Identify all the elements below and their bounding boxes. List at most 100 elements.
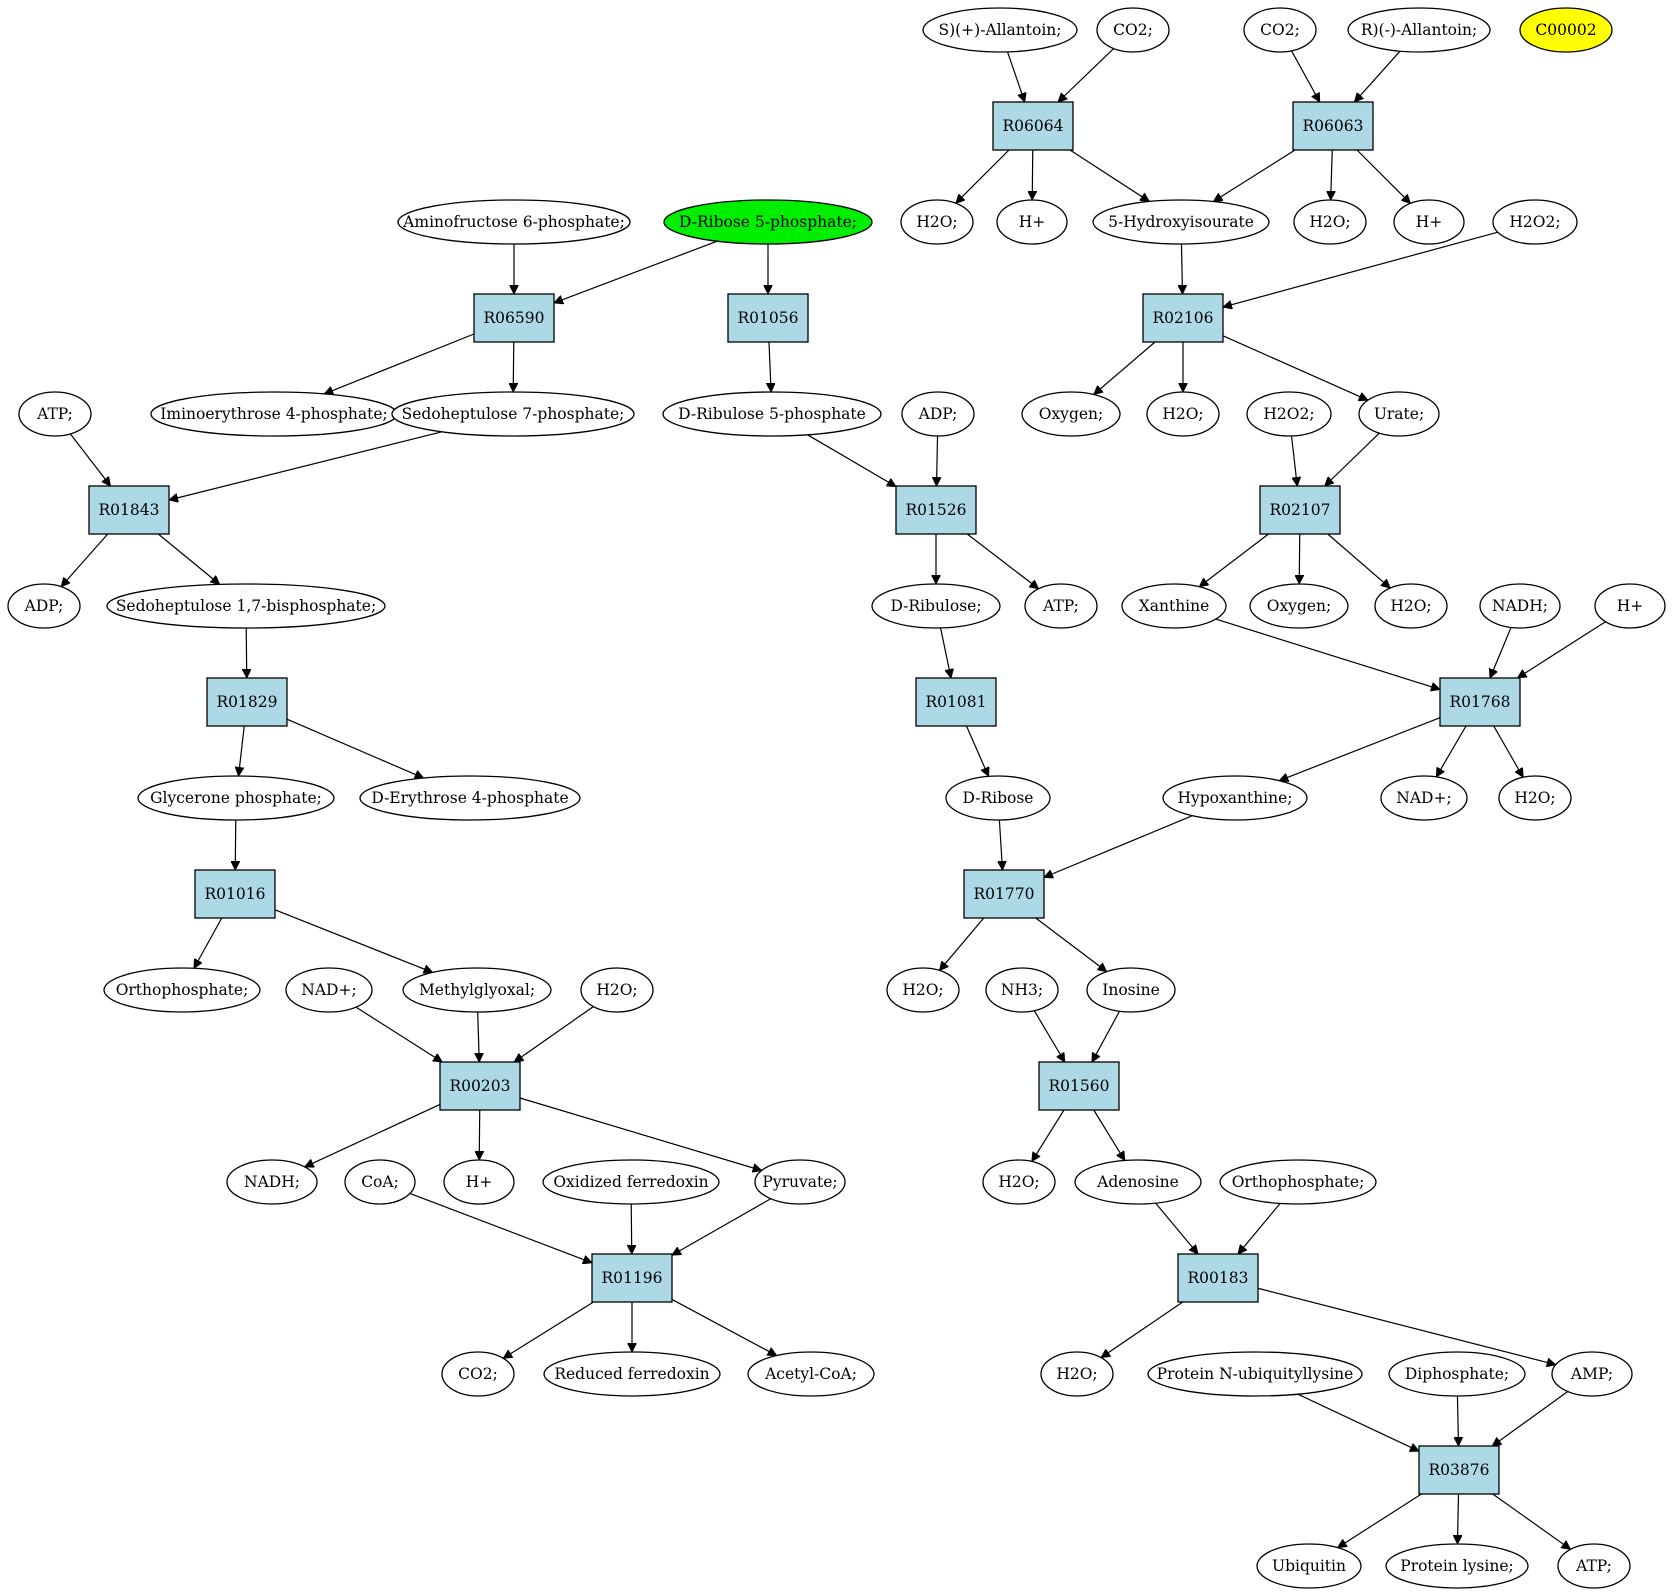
compound-node-urate[interactable]: Urate; <box>1358 391 1440 437</box>
compound-node-oxygen_a[interactable]: Oxygen; <box>1021 391 1121 437</box>
compound-node-h2o_h[interactable]: H2O; <box>982 1159 1056 1205</box>
compound-node-co2_a[interactable]: CO2; <box>1096 7 1170 53</box>
compound-node-hplus_c[interactable]: H+ <box>1594 583 1666 629</box>
compound-node-ribose5p[interactable]: D-Ribose 5-phosphate; <box>663 199 873 245</box>
compound-node-h2o_d[interactable]: H2O; <box>1374 583 1448 629</box>
compound-node-hplus_a[interactable]: H+ <box>996 199 1068 245</box>
compound-node-atp_c[interactable]: ATP; <box>1557 1543 1631 1589</box>
compound-node-h2o_b[interactable]: H2O; <box>1293 199 1367 245</box>
reaction-node-R01081[interactable]: R01081 <box>915 677 997 727</box>
compound-node-redferredoxin[interactable]: Reduced ferredoxin <box>543 1351 721 1397</box>
compound-node-h2o2_b[interactable]: H2O2; <box>1246 391 1332 437</box>
compound-node-atp_b[interactable]: ATP; <box>1024 583 1098 629</box>
compound-node-adenosine[interactable]: Adenosine <box>1074 1159 1202 1205</box>
compound-node-methylglyoxal[interactable]: Methylglyoxal; <box>402 967 552 1013</box>
edge-ribose5p-to-R06590 <box>554 240 718 303</box>
compound-node-diphosphate[interactable]: Diphosphate; <box>1388 1351 1526 1397</box>
compound-node-acetylcoa[interactable]: Acetyl-CoA; <box>747 1351 875 1397</box>
reaction-box <box>915 677 997 727</box>
reaction-box <box>1439 677 1521 727</box>
compound-node-coa[interactable]: CoA; <box>344 1159 416 1205</box>
reaction-node-R03876[interactable]: R03876 <box>1418 1445 1500 1495</box>
edge-co2_b-to-R06063 <box>1290 50 1321 102</box>
compound-node-inosine[interactable]: Inosine <box>1086 967 1176 1013</box>
compound-node-c00002[interactable]: C00002 <box>1519 7 1613 53</box>
compound-node-co2_c[interactable]: CO2; <box>441 1351 515 1397</box>
compound-node-ribulose5p[interactable]: D-Ribulose 5-phosphate <box>662 391 882 437</box>
compound-node-pyruvate[interactable]: Pyruvate; <box>754 1159 846 1205</box>
compound-node-glycerone[interactable]: Glycerone phosphate; <box>137 775 335 821</box>
reaction-node-R00203[interactable]: R00203 <box>439 1061 521 1111</box>
compound-node-s_allantoin[interactable]: S)(+)-Allantoin; <box>922 7 1078 53</box>
compound-node-nadh_b[interactable]: NADH; <box>226 1159 318 1205</box>
reaction-box <box>473 293 555 343</box>
compound-node-nadplus_a[interactable]: NAD+; <box>1380 775 1468 821</box>
edge-h2o2_b-to-R02107 <box>1290 435 1298 486</box>
compound-node-amp[interactable]: AMP; <box>1551 1351 1633 1397</box>
reaction-node-R02107[interactable]: R02107 <box>1259 485 1341 535</box>
edge-oxferredoxin-to-R01196 <box>631 1203 632 1254</box>
compound-node-h2o_f[interactable]: H2O; <box>580 967 654 1013</box>
edge-glycerone-to-R01016 <box>235 819 236 870</box>
compound-node-co2_b[interactable]: CO2; <box>1243 7 1317 53</box>
node-label: Reduced ferredoxin <box>554 1365 709 1383</box>
reaction-node-R01526[interactable]: R01526 <box>895 485 977 535</box>
compound-node-xanthine[interactable]: Xanthine <box>1121 583 1227 629</box>
compound-node-hplus_d[interactable]: H+ <box>443 1159 515 1205</box>
compound-node-h2o_i[interactable]: H2O; <box>1040 1351 1114 1397</box>
compound-node-r_allantoin[interactable]: R)(-)-Allantoin; <box>1347 7 1491 53</box>
compound-node-proteinlysine[interactable]: Protein lysine; <box>1385 1543 1529 1589</box>
compound-node-hplus_b[interactable]: H+ <box>1393 199 1465 245</box>
compound-ellipse <box>1092 199 1270 245</box>
reaction-node-R01768[interactable]: R01768 <box>1439 677 1521 727</box>
compound-node-nh3[interactable]: NH3; <box>985 967 1059 1013</box>
compound-node-sedoheptulose7p[interactable]: Sedoheptulose 7-phosphate; <box>391 391 635 437</box>
reaction-node-R01829[interactable]: R01829 <box>206 677 288 727</box>
edge-R00183-to-amp <box>1257 1287 1556 1364</box>
compound-node-ubiquitin[interactable]: Ubiquitin <box>1256 1543 1362 1589</box>
compound-node-orthophosphate_a[interactable]: Orthophosphate; <box>103 967 261 1013</box>
reaction-node-R06064[interactable]: R06064 <box>992 101 1074 151</box>
edge-R01196-to-co2_c <box>503 1301 594 1358</box>
compound-ellipse <box>1492 199 1578 245</box>
compound-node-oxferredoxin[interactable]: Oxidized ferredoxin <box>542 1159 720 1205</box>
node-label: R01081 <box>926 693 987 711</box>
compound-node-iminoerythrose[interactable]: Iminoerythrose 4-phosphate; <box>150 391 398 437</box>
reaction-node-R01196[interactable]: R01196 <box>591 1253 673 1303</box>
reaction-node-R06590[interactable]: R06590 <box>473 293 555 343</box>
reaction-node-R01843[interactable]: R01843 <box>88 485 170 535</box>
compound-node-atp_a[interactable]: ATP; <box>18 391 92 437</box>
compound-node-dribose[interactable]: D-Ribose <box>945 775 1051 821</box>
node-label: R06063 <box>1303 117 1364 135</box>
reaction-node-R01560[interactable]: R01560 <box>1038 1061 1120 1111</box>
compound-node-ubiquityllysine[interactable]: Protein N-ubiquityllysine <box>1147 1351 1363 1397</box>
compound-node-h2o2_a[interactable]: H2O2; <box>1492 199 1578 245</box>
compound-node-dribulose[interactable]: D-Ribulose; <box>871 583 1001 629</box>
compound-node-hypoxanthine[interactable]: Hypoxanthine; <box>1162 775 1308 821</box>
compound-ellipse <box>443 1159 515 1205</box>
compound-node-nadplus_b[interactable]: NAD+; <box>285 967 373 1013</box>
reaction-node-R01056[interactable]: R01056 <box>727 293 809 343</box>
compound-node-aminofructose[interactable]: Aminofructose 6-phosphate; <box>397 199 631 245</box>
compound-node-sedoheptulose17bp[interactable]: Sedoheptulose 1,7-bisphosphate; <box>106 583 386 629</box>
compound-node-hydroxyisourate[interactable]: 5-Hydroxyisourate <box>1092 199 1270 245</box>
compound-node-erythrose4p[interactable]: D-Erythrose 4-phosphate <box>359 775 581 821</box>
edge-R00203-to-hplus_d <box>479 1109 480 1160</box>
compound-node-h2o_c[interactable]: H2O; <box>1146 391 1220 437</box>
reaction-box <box>206 677 288 727</box>
reaction-node-R06063[interactable]: R06063 <box>1292 101 1374 151</box>
compound-node-h2o_g[interactable]: H2O; <box>886 967 960 1013</box>
reaction-node-R00183[interactable]: R00183 <box>1177 1253 1259 1303</box>
reaction-node-R01016[interactable]: R01016 <box>194 869 276 919</box>
compound-node-h2o_e[interactable]: H2O; <box>1498 775 1572 821</box>
compound-node-h2o_a[interactable]: H2O; <box>900 199 974 245</box>
compound-node-oxygen_b[interactable]: Oxygen; <box>1249 583 1349 629</box>
reaction-node-R01770[interactable]: R01770 <box>963 869 1045 919</box>
compound-node-adp_a[interactable]: ADP; <box>901 391 975 437</box>
compound-ellipse <box>922 7 1078 53</box>
edge-dribose-to-R01770 <box>999 819 1002 870</box>
compound-node-nadh_a[interactable]: NADH; <box>1479 583 1561 629</box>
compound-node-adp_b[interactable]: ADP; <box>7 583 81 629</box>
reaction-node-R02106[interactable]: R02106 <box>1142 293 1224 343</box>
compound-node-orthophosphate_b[interactable]: Orthophosphate; <box>1219 1159 1377 1205</box>
